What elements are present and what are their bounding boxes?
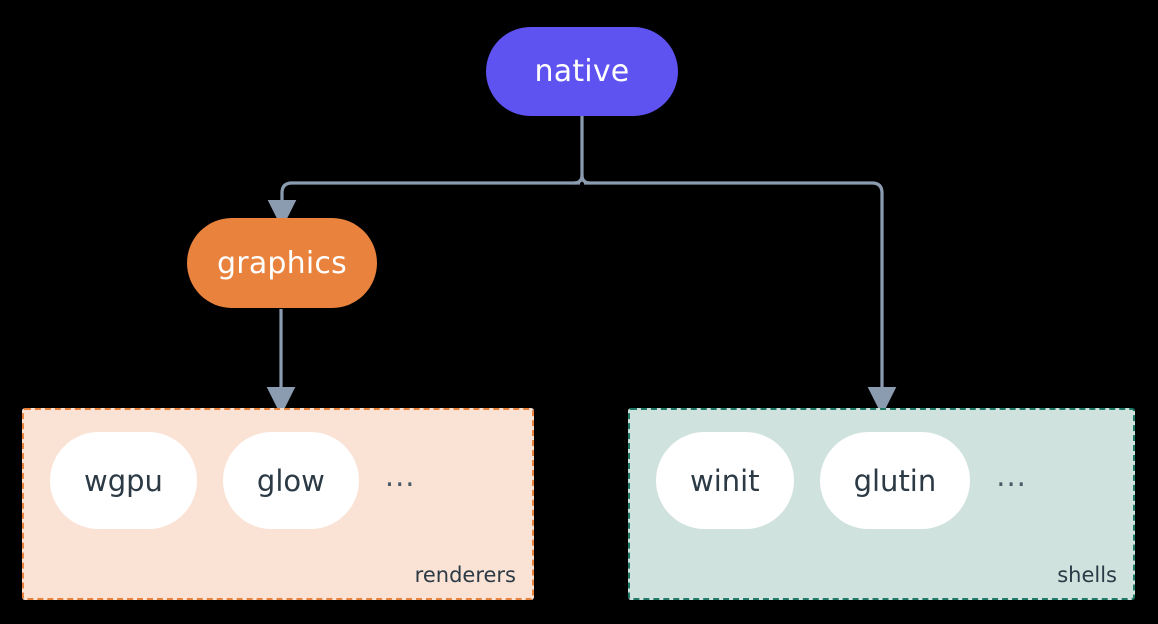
edge-native-to-graphics (267, 181, 580, 229)
shells-ellipsis: ... (996, 458, 1027, 493)
group-shells-label: shells (1057, 563, 1117, 587)
leaf-glutin[interactable]: glutin (819, 432, 971, 529)
edge-native-split-left (573, 174, 584, 185)
group-renderers-items: wgpu glow ... (50, 432, 416, 529)
node-graphics-label: graphics (217, 245, 347, 281)
group-renderers: wgpu glow ... renderers (22, 408, 534, 600)
group-shells-items: winit glutin ... (656, 432, 1027, 529)
leaf-winit[interactable]: winit (656, 432, 794, 529)
group-renderers-label: renderers (414, 563, 516, 587)
leaf-glutin-label: glutin (853, 463, 937, 498)
leaf-wgpu-label: wgpu (84, 463, 163, 498)
edge-native-to-shells (584, 181, 897, 416)
leaf-glow-label: glow (256, 463, 325, 498)
leaf-glow[interactable]: glow (222, 432, 359, 529)
renderers-ellipsis: ... (384, 458, 416, 493)
leaf-wgpu[interactable]: wgpu (50, 432, 197, 529)
group-shells: winit glutin ... shells (628, 408, 1135, 600)
leaf-winit-label: winit (690, 463, 760, 498)
node-native-label: native (534, 54, 630, 89)
node-native[interactable]: native (486, 27, 678, 116)
node-graphics[interactable]: graphics (187, 218, 377, 308)
edge-native-split (580, 116, 591, 185)
